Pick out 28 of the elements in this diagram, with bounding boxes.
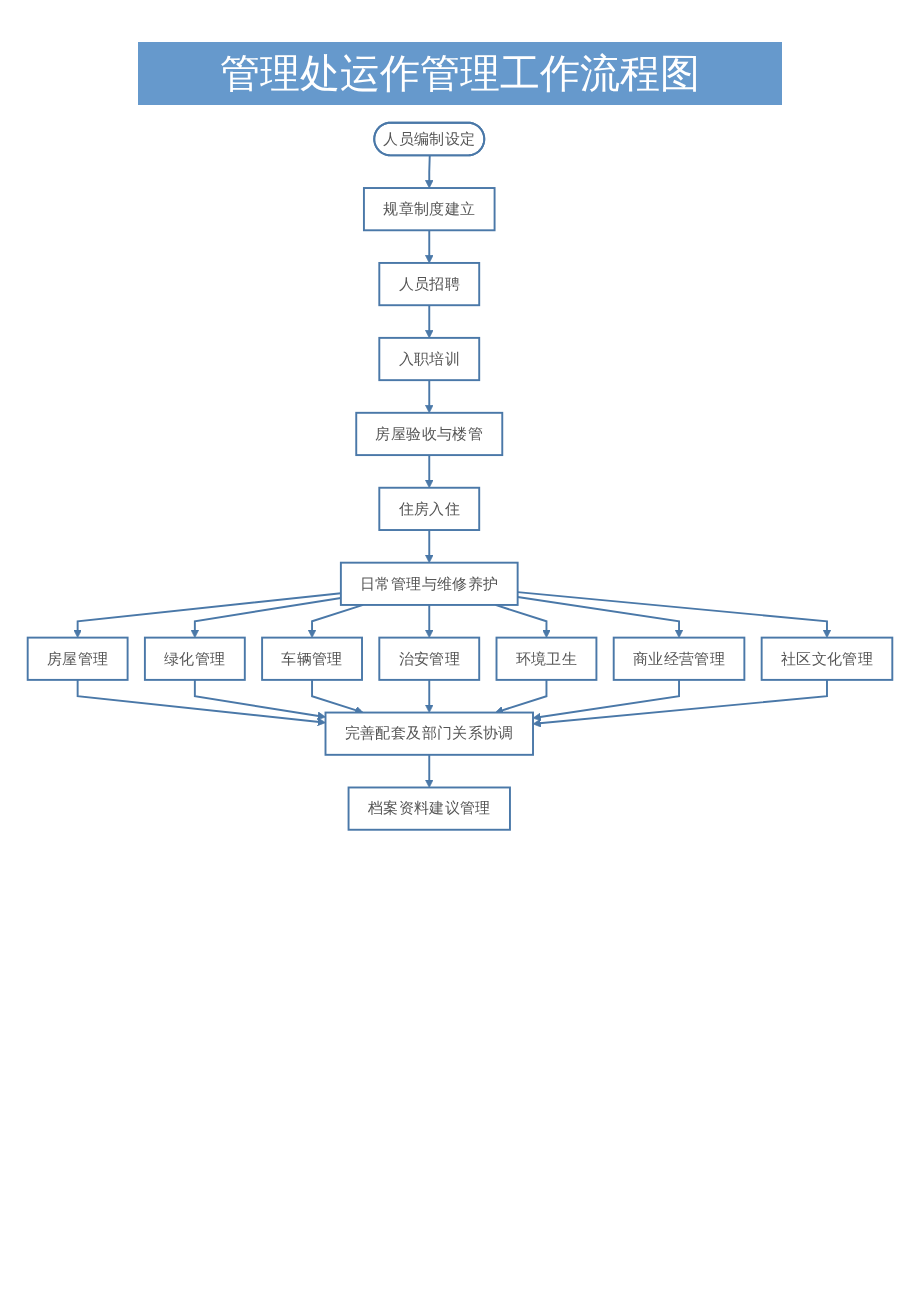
node-box: 社区文化管理 (760, 636, 894, 681)
node-box: 车辆管理 (261, 636, 363, 681)
node-box: 商业经营管理 (612, 636, 746, 681)
arrow (425, 229, 434, 264)
arrow (425, 678, 434, 713)
node-box: 档案资料建议管理 (347, 786, 511, 831)
arrow (494, 604, 551, 638)
arrow (76, 678, 326, 726)
arrow (425, 304, 434, 339)
node-box: 房屋验收与楼管 (355, 411, 504, 457)
arrow (425, 379, 434, 414)
arrow (193, 678, 326, 721)
node-box: 治安管理 (378, 636, 481, 681)
arrow (425, 753, 434, 788)
node-box: 绿化管理 (143, 636, 246, 681)
node-box: 规章制度建立 (362, 187, 496, 232)
arrow (425, 454, 434, 489)
arrow (425, 154, 434, 189)
diagram-title: 管理处运作管理工作流程图 (138, 42, 782, 105)
arrow (425, 529, 434, 564)
node-box: 完善配套及部门关系协调 (324, 711, 534, 756)
node-box: 环境卫生 (495, 636, 598, 681)
node-box: 人员招聘 (378, 262, 481, 307)
node-box: 住房入住 (378, 486, 481, 531)
node-box: 日常管理与维修养护 (339, 561, 519, 606)
node-box: 房屋管理 (26, 636, 129, 681)
node-box: 入职培训 (378, 336, 481, 382)
arrow (425, 604, 434, 638)
